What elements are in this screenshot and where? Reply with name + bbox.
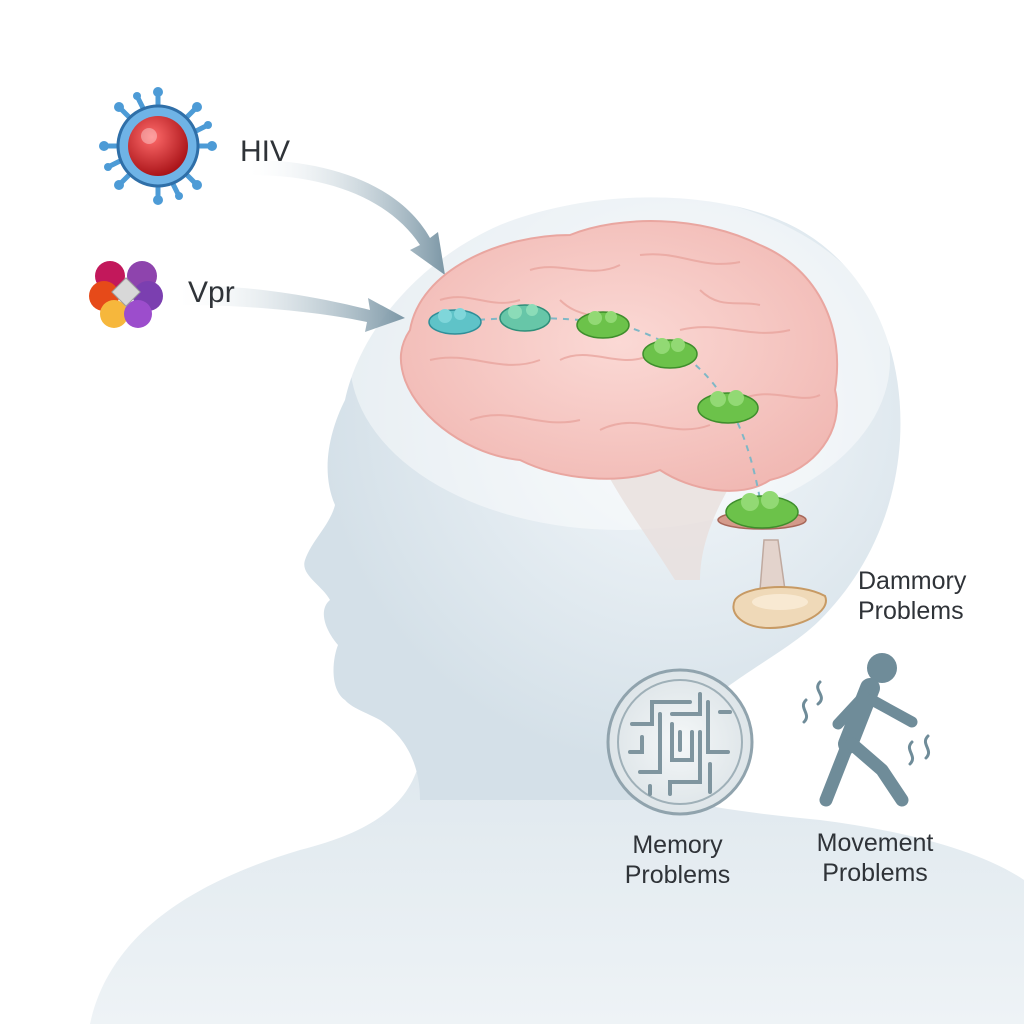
protein-clump: [642, 338, 698, 369]
protein-clump: [428, 308, 482, 335]
body-shape: [90, 760, 1024, 1024]
dammory-problems-label: Dammory Problems: [858, 566, 966, 626]
hiv-label: HIV: [240, 135, 291, 168]
brainstem: [600, 460, 740, 580]
protein-clump: [697, 390, 759, 424]
maze-memory-icon: [606, 668, 754, 816]
protein-clumps: [428, 304, 807, 530]
vpr-label: Vpr: [188, 276, 235, 309]
movement-label-line2: Problems: [822, 859, 928, 887]
protein-clump: [576, 311, 630, 339]
damaged-neuron-icon: [732, 539, 827, 630]
protein-clump: [717, 491, 807, 530]
movement-problems-label: Movement Problems: [800, 828, 950, 888]
dammory-label-line1: Dammory: [858, 567, 967, 595]
vpr-arrow: [180, 285, 405, 332]
memory-label-line2: Problems: [624, 861, 731, 889]
dammory-label-line2: Problems: [858, 597, 964, 625]
memory-label-line1: Memory: [632, 831, 723, 859]
memory-problems-label: Memory Problems: [595, 830, 760, 890]
hiv-virus-icon: [99, 87, 217, 205]
hiv-arrow: [250, 160, 445, 275]
protein-clump: [499, 304, 551, 332]
movement-label-line1: Movement: [816, 829, 934, 857]
walking-person-icon: [801, 653, 931, 807]
vpr-protein-icon: [89, 261, 163, 328]
arrows: [180, 160, 445, 332]
